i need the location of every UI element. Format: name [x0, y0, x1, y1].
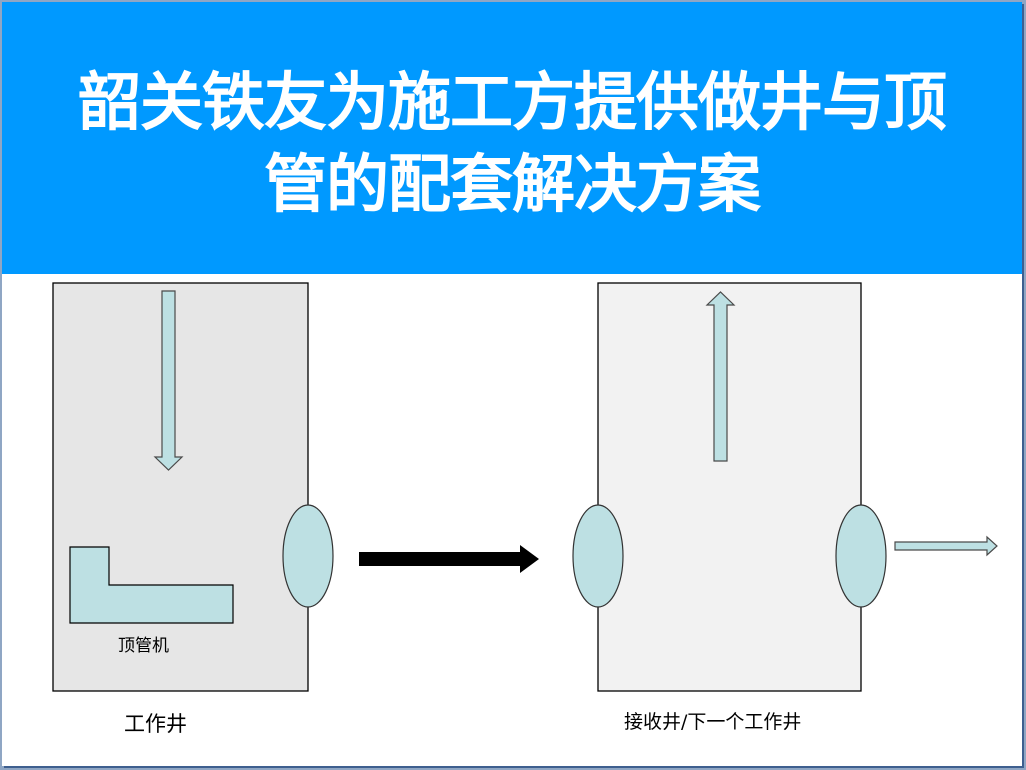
receiving-shaft-label: 接收井/下一个工作井 [624, 711, 802, 733]
title-line-1: 韶关铁友为施工方提供做井与顶 [78, 66, 947, 139]
receiving-shaft-entry-opening [572, 504, 624, 608]
receiving-shaft [597, 282, 862, 692]
up-arrow-icon [705, 291, 736, 462]
working-shaft [52, 282, 309, 692]
exit-arrow-icon [894, 535, 998, 557]
working-shaft-opening [282, 504, 334, 608]
title-line-2: 管的配套解决方案 [264, 148, 761, 221]
down-arrow-icon [153, 290, 184, 471]
title-banner: 韶关铁友为施工方提供做井与顶 管的配套解决方案 [2, 2, 1022, 274]
receiving-shaft-exit-opening [835, 504, 887, 608]
pipe-jacking-machine [69, 546, 234, 624]
slide-title: 韶关铁友为施工方提供做井与顶 管的配套解决方案 [2, 62, 1022, 226]
working-shaft-label: 工作井 [124, 712, 187, 736]
transition-arrow-icon [359, 545, 539, 573]
machine-label: 顶管机 [118, 636, 169, 656]
